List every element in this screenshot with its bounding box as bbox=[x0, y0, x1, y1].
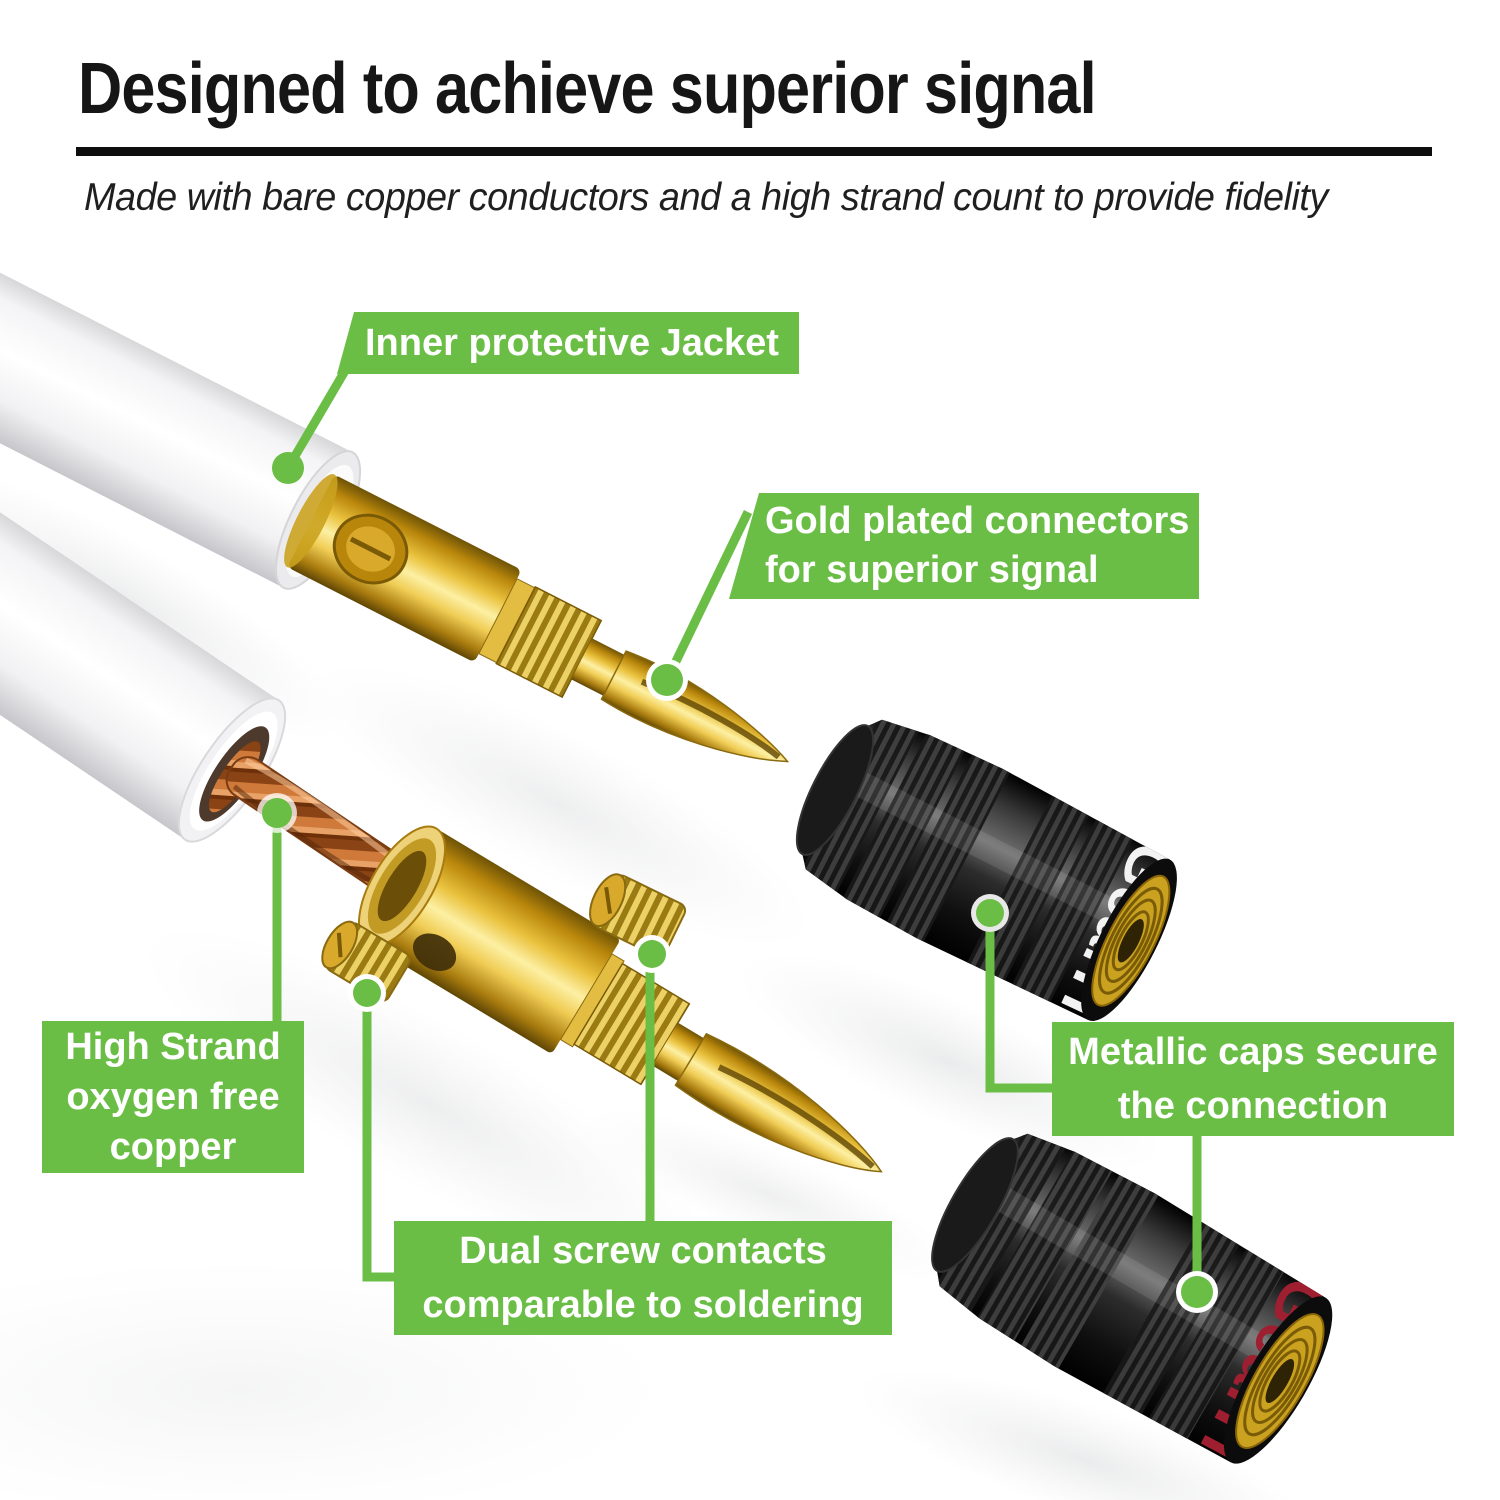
cable-upper bbox=[0, 229, 790, 763]
callout-inner-jacket: Inner protective Jacket bbox=[337, 312, 799, 374]
callout-gold-connectors-label: Gold plated connectors for superior sign… bbox=[765, 500, 1190, 591]
banana-plug-disassembled bbox=[357, 825, 883, 1173]
callout-dual-screw: Dual screw contacts comparable to solder… bbox=[394, 1221, 892, 1335]
callout-line-gold-connectors bbox=[662, 510, 753, 682]
page-subtitle: Made with bare copper conductors and a h… bbox=[84, 176, 1328, 219]
callout-line-inner-jacket bbox=[284, 361, 353, 471]
callout-dot-gold-connectors bbox=[651, 664, 683, 696]
page-title: Designed to achieve superior signal bbox=[78, 49, 1097, 129]
callout-dot-inner-jacket bbox=[272, 452, 304, 484]
screw-hole bbox=[412, 933, 457, 971]
callout-gold-connectors: Gold plated connectors for superior sign… bbox=[729, 493, 1199, 599]
callout-high-strand-label: High Strand oxygen free copper bbox=[65, 1026, 281, 1168]
callout-metallic-caps: Metallic caps secure the connection bbox=[1052, 1022, 1454, 1136]
callout-inner-jacket-label: Inner protective Jacket bbox=[365, 321, 779, 364]
callout-lines bbox=[272, 361, 1202, 1295]
title-underline bbox=[76, 147, 1432, 156]
cap-upper: GearIT bbox=[795, 708, 1177, 1024]
set-screw-right bbox=[589, 873, 687, 958]
callout-dot-screw-right bbox=[638, 940, 666, 968]
set-screw-left bbox=[321, 920, 411, 1002]
callout-dot-high-strand bbox=[262, 798, 292, 828]
callout-dots bbox=[257, 452, 1218, 1313]
callout-dot-cap-upper bbox=[976, 899, 1004, 927]
callout-high-strand: High Strand oxygen free copper bbox=[42, 1021, 304, 1173]
cap-lower: GearIT bbox=[930, 1121, 1333, 1467]
callout-metallic-caps-label: Metallic caps secure the connection bbox=[1068, 1031, 1438, 1127]
callout-dot-cap-lower bbox=[1181, 1276, 1213, 1308]
callout-line-metallic-upper bbox=[985, 912, 1054, 1093]
callout-dot-screw-left bbox=[353, 979, 381, 1007]
callout-line-dual-screw-left bbox=[362, 992, 397, 1282]
callout-dual-screw-label: Dual screw contacts comparable to solder… bbox=[422, 1230, 864, 1326]
